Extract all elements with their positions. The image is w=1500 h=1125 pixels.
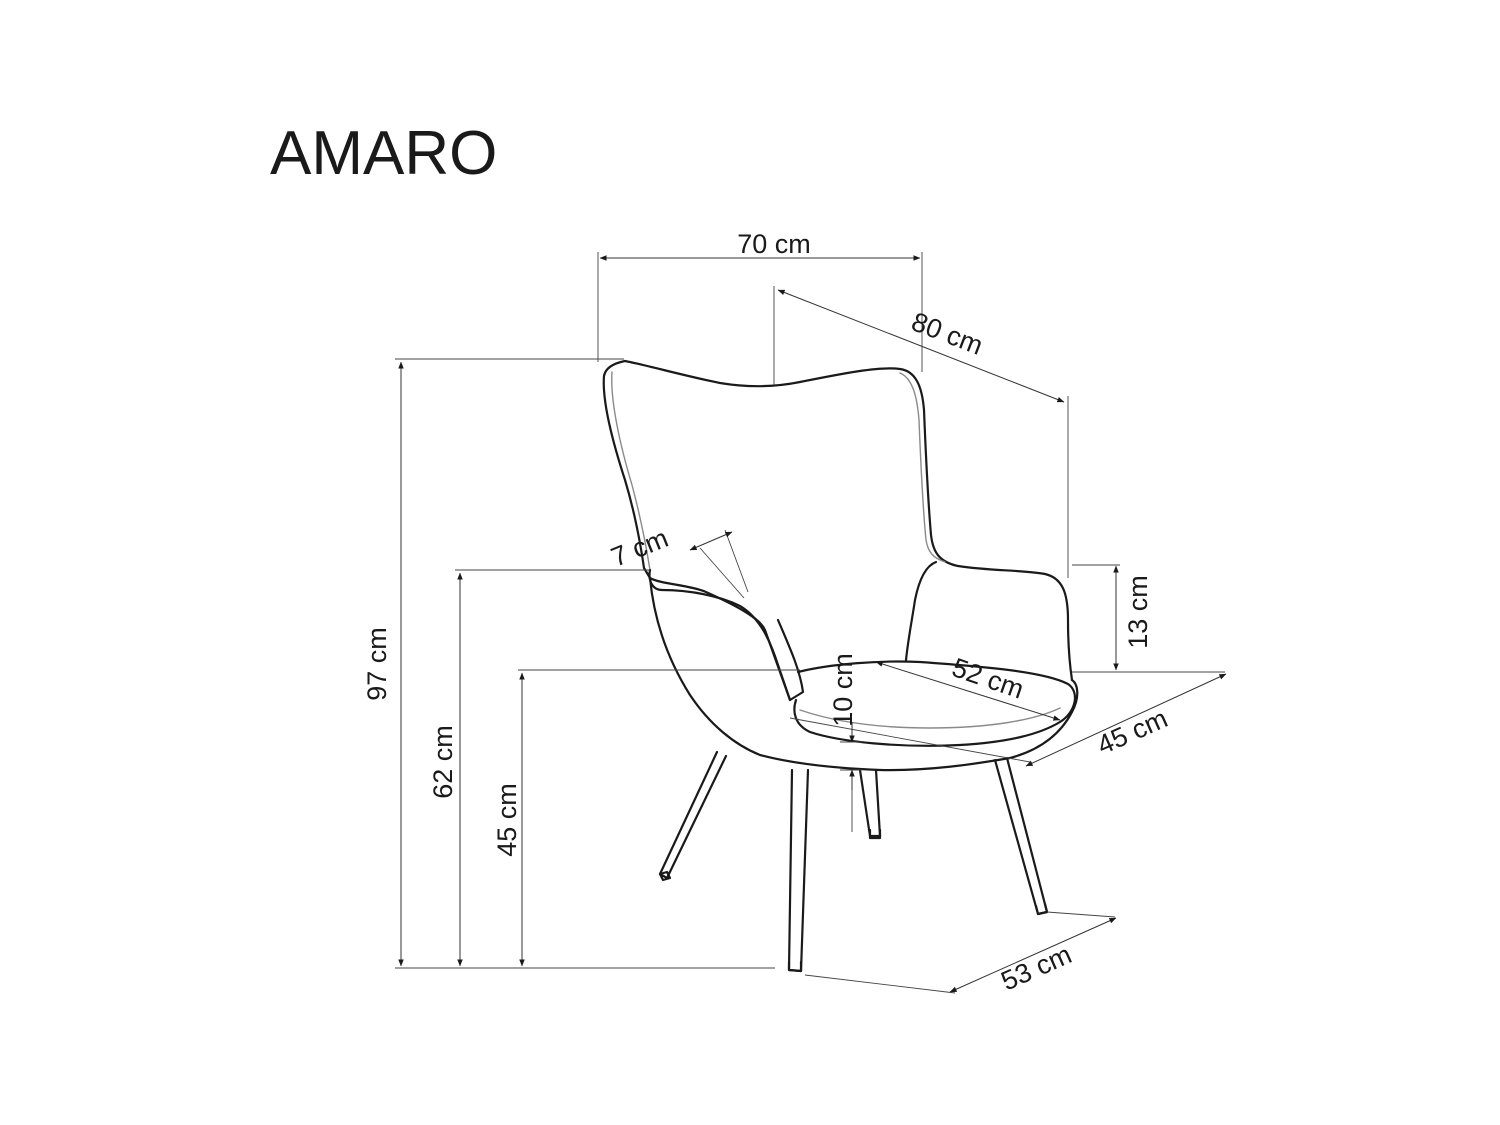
leg-span-label: 53 cm bbox=[997, 939, 1076, 996]
leg-front-center bbox=[787, 768, 810, 973]
dimension-labels: 70 cm 80 cm 97 cm 62 cm 45 cm 7 cm 13 cm… bbox=[362, 229, 1172, 996]
left-armrest bbox=[648, 568, 792, 702]
armrest-height-label: 62 cm bbox=[428, 725, 458, 799]
leg-cap bbox=[868, 828, 882, 840]
seat-width-label: 45 cm bbox=[1093, 703, 1172, 760]
product-title: AMARO bbox=[270, 119, 498, 188]
width-label: 70 cm bbox=[737, 229, 811, 259]
leg-front-right bbox=[993, 756, 1049, 916]
leg-cap bbox=[658, 870, 672, 882]
depth-label: 80 cm bbox=[908, 306, 987, 360]
leg-cap bbox=[787, 960, 803, 973]
chair-back-outline bbox=[602, 359, 1074, 702]
seat-height-label: 45 cm bbox=[492, 783, 522, 857]
seat-width-arrow bbox=[1025, 673, 1227, 767]
leg-front-left bbox=[658, 750, 728, 880]
leg-cap bbox=[1034, 902, 1049, 916]
leg-span-arrow bbox=[949, 917, 1117, 993]
seat-thickness-label: 10 cm bbox=[828, 653, 858, 727]
armrest-thickness-label: 13 cm bbox=[1123, 575, 1153, 649]
right-armrest bbox=[904, 560, 938, 662]
armrest-width-label: 7 cm bbox=[607, 523, 672, 573]
total-height-label: 97 cm bbox=[362, 627, 392, 701]
extension-lines bbox=[395, 252, 1225, 994]
depth-arrow bbox=[777, 289, 1065, 403]
armrest-width-arrow bbox=[689, 531, 733, 551]
leg-back-center bbox=[858, 768, 882, 838]
dimension-arrows bbox=[398, 255, 1227, 993]
